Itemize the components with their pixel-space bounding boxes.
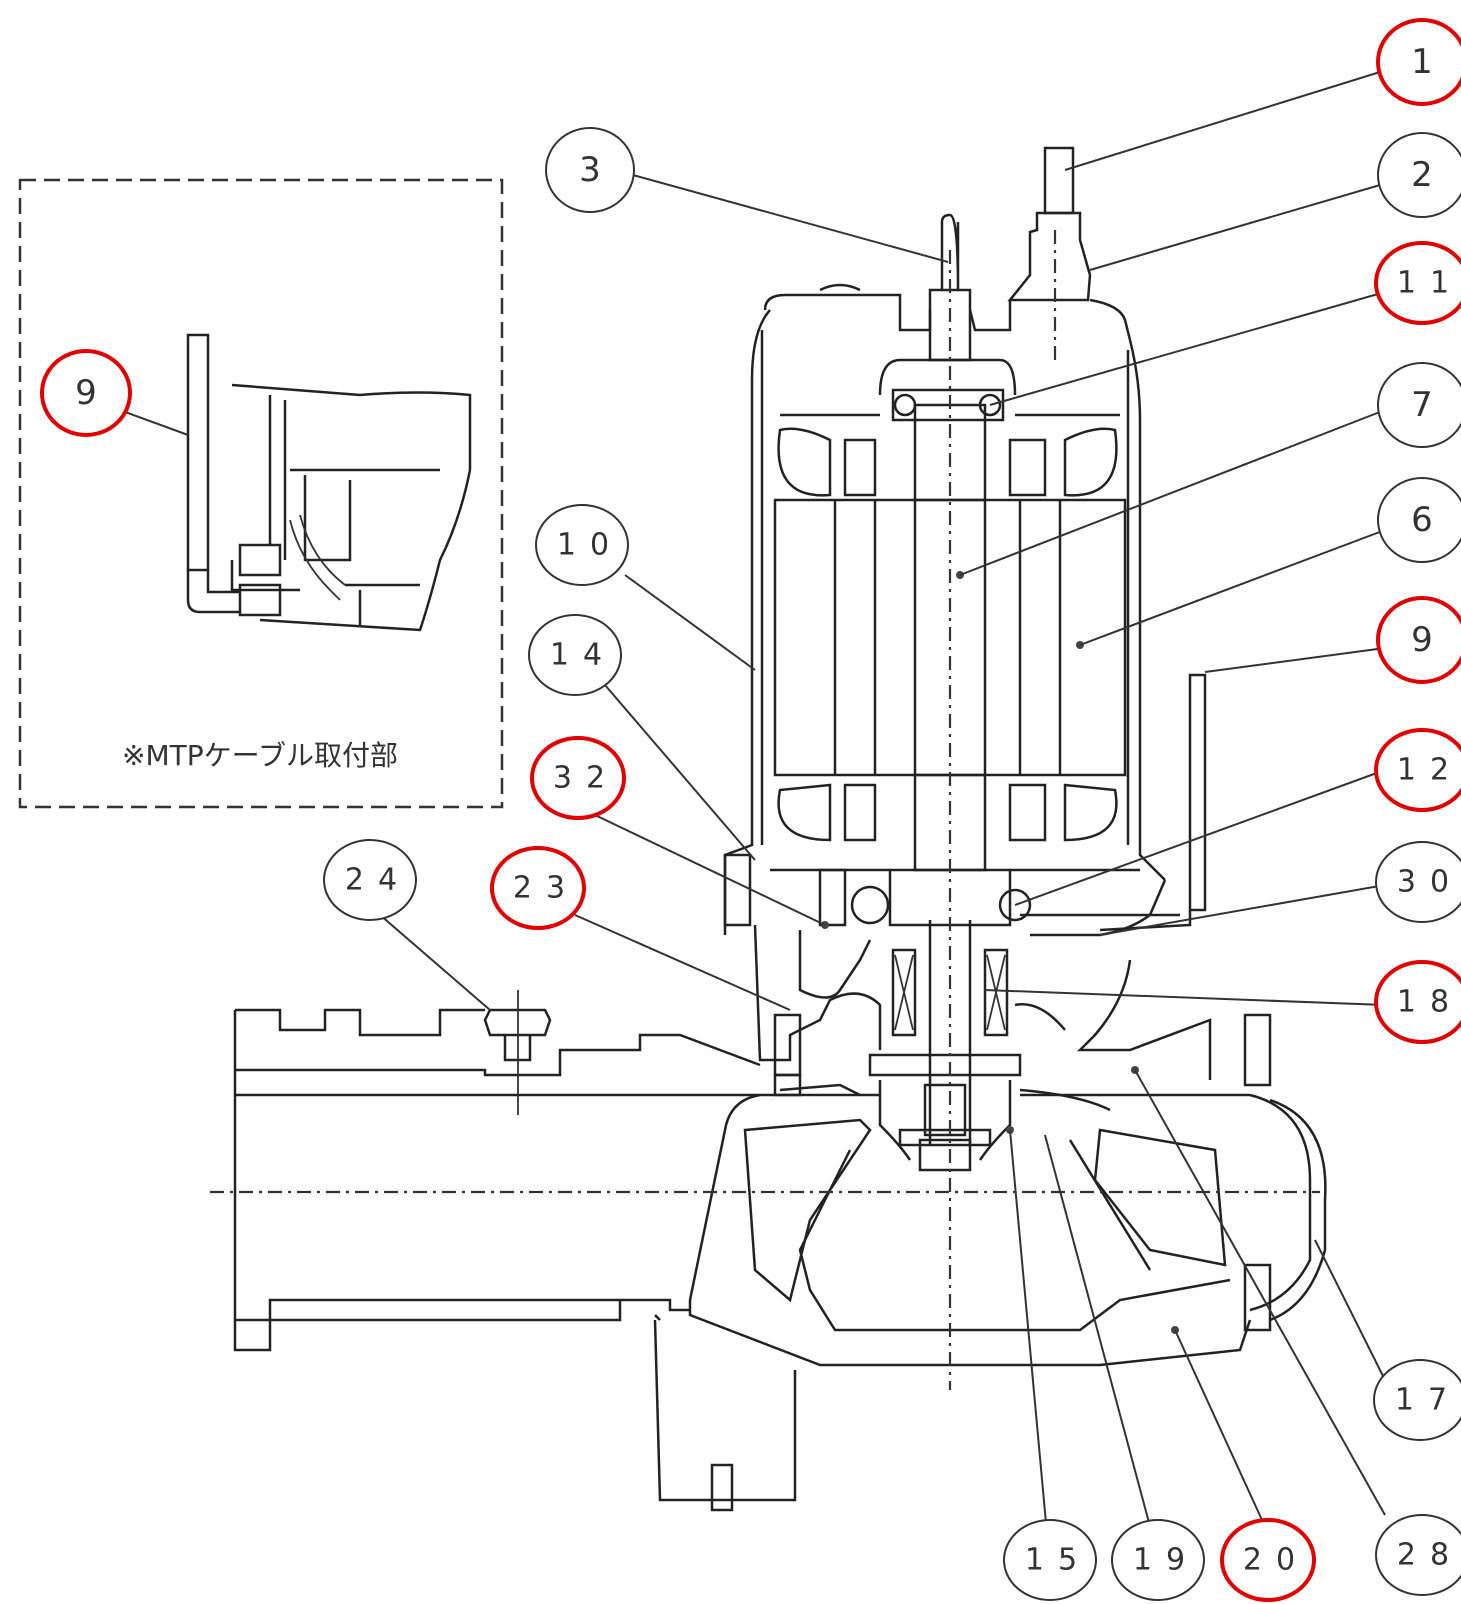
suction-base xyxy=(653,1319,797,1502)
drain-plug xyxy=(483,1008,552,1037)
svg-text:18: 18 xyxy=(1397,985,1461,1020)
svg-text:9: 9 xyxy=(75,373,97,413)
svg-text:28: 28 xyxy=(1397,1538,1461,1573)
pump-assembly xyxy=(210,146,1327,1512)
pump-casing xyxy=(688,1093,1252,1367)
svg-text:7: 7 xyxy=(1411,385,1433,425)
cable-protection-pipe xyxy=(1188,673,1207,912)
svg-text:17: 17 xyxy=(1395,1383,1461,1418)
inset-caption: ※MTPケーブル取付部 xyxy=(122,739,398,772)
callout-9-left: 9 xyxy=(40,349,132,437)
callout-3: 3 xyxy=(545,127,635,213)
svg-text:9: 9 xyxy=(1411,620,1433,660)
svg-text:11: 11 xyxy=(1397,266,1461,301)
svg-text:3: 3 xyxy=(579,150,601,190)
callout-20: 20 xyxy=(1220,1518,1316,1602)
callout-30: 30 xyxy=(1375,841,1461,923)
callout-6: 6 xyxy=(1377,477,1461,563)
callout-32: 32 xyxy=(530,736,626,820)
leader-lines xyxy=(124,71,1386,1546)
callout-12: 12 xyxy=(1374,728,1461,812)
callout-9-right: 9 xyxy=(1376,596,1461,684)
svg-text:15: 15 xyxy=(1025,1543,1091,1578)
motor-shaft xyxy=(928,920,972,1145)
callout-28: 28 xyxy=(1375,1514,1461,1596)
svg-text:1: 1 xyxy=(1411,42,1433,82)
callout-1: 1 xyxy=(1376,18,1461,106)
motor-frame xyxy=(723,309,771,935)
discharge-pipe xyxy=(233,1010,690,1352)
callout-10: 10 xyxy=(535,504,629,586)
callout-7: 7 xyxy=(1377,362,1461,448)
svg-text:19: 19 xyxy=(1133,1543,1199,1578)
callout-15: 15 xyxy=(1003,1519,1097,1601)
callout-24: 24 xyxy=(323,839,417,921)
inset-dashed-border xyxy=(18,178,504,809)
svg-text:20: 20 xyxy=(1243,1543,1309,1578)
cable-attachment-inset: ※MTPケーブル取付部 xyxy=(18,178,504,809)
oil-casing xyxy=(753,924,882,1062)
svg-text:2: 2 xyxy=(1411,155,1433,195)
motor-top-cover xyxy=(763,293,1132,341)
lifting-eye-bolt xyxy=(940,213,960,291)
callout-23: 23 xyxy=(490,846,586,930)
svg-text:32: 32 xyxy=(553,761,619,796)
svg-text:14: 14 xyxy=(550,638,616,673)
callouts: 1 2 3 11 7 6 9 12 30 18 10 14 32 24 23 9… xyxy=(40,18,1461,1602)
callout-11: 11 xyxy=(1374,241,1461,325)
svg-text:10: 10 xyxy=(557,528,623,563)
svg-text:24: 24 xyxy=(345,863,411,898)
impeller-nut xyxy=(918,1138,972,1172)
callout-2: 2 xyxy=(1377,132,1461,218)
callout-19: 19 xyxy=(1111,1519,1205,1601)
callout-14: 14 xyxy=(528,614,622,696)
svg-text:6: 6 xyxy=(1411,500,1433,540)
svg-text:12: 12 xyxy=(1397,753,1461,788)
callout-18: 18 xyxy=(1374,960,1461,1044)
svg-text:23: 23 xyxy=(513,871,579,906)
cable-terminal xyxy=(1043,146,1075,215)
svg-text:30: 30 xyxy=(1397,865,1461,900)
callout-17: 17 xyxy=(1373,1359,1461,1441)
